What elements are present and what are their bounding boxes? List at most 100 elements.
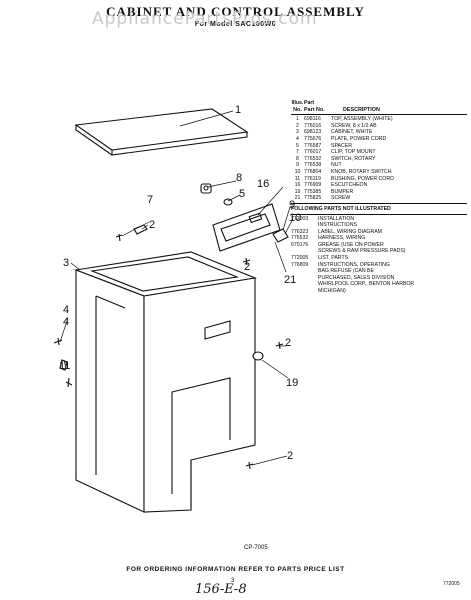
page-number: 3 [231, 578, 235, 584]
cabinet-side [143, 277, 256, 513]
item-part-no: 776017 [304, 149, 322, 156]
callout-8: 8 [236, 172, 242, 184]
item-description: INSTRUCTIONS [318, 222, 357, 229]
callout-2a: 2 [149, 219, 155, 231]
hdr-illus: Illus. [291, 100, 304, 106]
item-no: 5 [296, 142, 299, 149]
item-part-no [291, 288, 318, 295]
watermark: AppliancePartsPros.com [92, 9, 318, 29]
not-illustrated-row: SCREWS & RAM PRESSURE PADS) [291, 248, 467, 255]
item-description: LIST, PARTS [318, 255, 349, 262]
page-subtitle: For Model SAC100W0 [194, 21, 277, 28]
callout-3: 3 [63, 257, 69, 269]
item-part-no: 776016 [304, 122, 322, 129]
item-part-no [291, 281, 318, 288]
item-part-no [291, 275, 318, 282]
ordering-note: FOR ORDERING INFORMATION REFER TO PARTS … [126, 566, 345, 573]
item-description: LABEL, WIRING DIAGRAM [318, 228, 382, 235]
item-description: BUMPER [331, 188, 354, 195]
item-description: WHIRLPOOL CORP., BENTON HARBOR [318, 281, 415, 288]
item-no: 2 [296, 122, 299, 129]
callout-21: 21 [284, 274, 296, 286]
item-part-no [291, 268, 318, 275]
page-title: CABINET AND CONTROL ASSEMBLY [106, 4, 365, 19]
not-illustrated-row: PURCHASED, SALES DIVISION [291, 275, 467, 282]
parts-row: 5 776587 SPACER [291, 143, 467, 150]
item-description: INSTALLATION [318, 215, 355, 222]
not-illustrated-heading: FOLLOWING PARTS NOT ILLUSTRATED [291, 205, 391, 212]
hdr-description: DESCRIPTION [343, 106, 380, 113]
callout-19: 19 [286, 377, 298, 389]
doc-code: 772005 [443, 581, 460, 587]
escutcheon [212, 203, 281, 252]
item-description: PURCHASED, SALES DIVISION [318, 274, 395, 281]
item-description: SWITCH, ROTARY [331, 155, 376, 162]
callout-9: 9 [289, 199, 295, 211]
item-description: CABINET, WHITE [331, 129, 373, 136]
item-part-no: 772003 [291, 215, 309, 222]
item-no: 16 [294, 182, 301, 189]
item-description: HARNESS, WIRING [318, 235, 366, 242]
item-part-no [291, 248, 318, 255]
callout-4b: 4 [63, 316, 69, 328]
item-description: BUSHING, POWER CORD [331, 175, 394, 182]
item-description: INSTRUCTIONS, OPERATING [318, 261, 390, 268]
not-illustrated-row: 772003 INSTALLATION [291, 216, 467, 223]
item-no: 8 [296, 155, 299, 162]
item-part-no: 776532 [304, 155, 322, 162]
item-no: 4 [296, 135, 299, 142]
callout-2d: 2 [244, 261, 250, 273]
callout-11: 11 [59, 360, 70, 372]
not-illustrated-row: MICHIGAN) [291, 288, 467, 295]
callout-16: 16 [257, 178, 269, 190]
item-description: ESCUTCHEON [331, 182, 368, 189]
cabinet-front [75, 269, 145, 513]
not-illustrated-row: INSTRUCTIONS [291, 222, 467, 229]
item-no: 10 [294, 168, 301, 175]
callout-4a: 4 [63, 304, 69, 316]
item-no: 7 [296, 149, 299, 156]
item-part-no: 776809 [291, 261, 309, 268]
item-part-no: 698116 [304, 116, 321, 123]
item-part-no: 775825 [304, 195, 322, 202]
not-illustrated-row: 776532 HARNESS, WIRING [291, 235, 467, 242]
not-illustrated-row: BAG REFUSE (CAN BE [291, 268, 467, 275]
item-part-no: 776909 [304, 182, 322, 189]
callout-2b: 2 [285, 337, 291, 349]
callout-1: 1 [235, 104, 241, 116]
item-part-no: 670176 [291, 241, 309, 248]
item-no: 21 [294, 195, 301, 202]
item-part-no [291, 222, 318, 229]
item-description: TOP, ASSEMBLY (WHITE) [331, 116, 393, 123]
item-part-no: 776532 [291, 235, 309, 242]
figure-code: CP-7005 [244, 545, 268, 551]
item-description: CLIP, TOP MOUNT [331, 149, 376, 156]
callout-7: 7 [147, 194, 153, 206]
item-description: SCREWS & RAM PRESSURE PADS) [318, 248, 406, 255]
item-description: BAG REFUSE (CAN BE [318, 268, 374, 275]
not-illustrated-row: 776809 INSTRUCTIONS, OPERATING [291, 262, 467, 269]
item-part-no: 776587 [304, 142, 322, 149]
item-description: SPACER [331, 142, 352, 149]
parts-row: 8 776532 SWITCH, ROTARY [291, 156, 467, 163]
item-part-no: 776538 [304, 162, 322, 169]
top-panel [74, 108, 249, 151]
hdr-part: Part [304, 100, 315, 106]
not-illustrated-row: WHIRLPOOL CORP., BENTON HARBOR [291, 281, 467, 288]
hdr-no: No. [293, 106, 302, 113]
item-no: 1 [296, 116, 299, 123]
item-part-no: 776804 [304, 168, 322, 175]
item-description: SCREW [331, 195, 351, 202]
item-no: 3 [296, 129, 299, 136]
